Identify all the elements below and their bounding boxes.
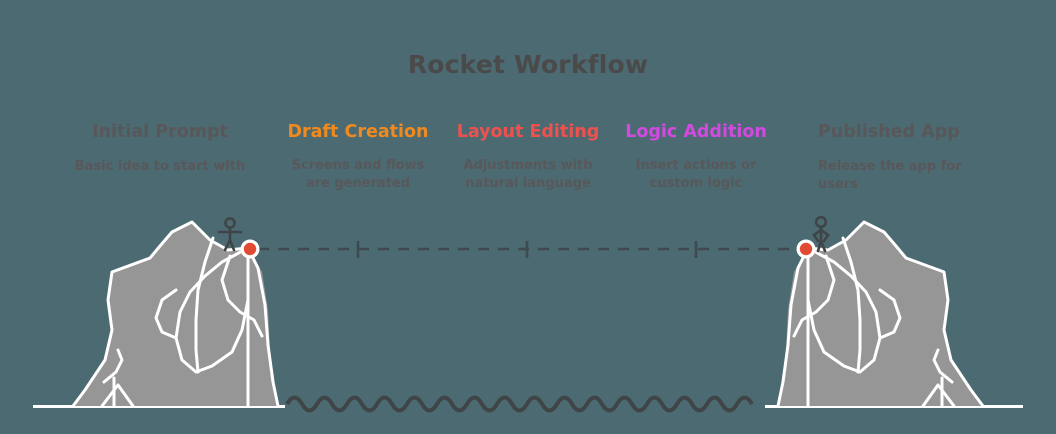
step-title: Published App — [818, 122, 960, 142]
stick-figure-hands-on-hips-icon — [812, 215, 830, 253]
step-title: Initial Prompt — [92, 122, 228, 142]
step-description: Basic idea to start with — [74, 159, 246, 175]
step-initial-prompt: Initial Prompt Basic idea to start with — [40, 122, 280, 176]
stick-figure-arms-out-icon — [217, 217, 243, 252]
step-title: Layout Editing — [456, 122, 600, 142]
page-title: Rocket Workflow — [407, 50, 649, 79]
step-title: Draft Creation — [287, 122, 429, 142]
right-mountain-icon — [776, 220, 985, 408]
start-marker-icon — [240, 239, 260, 259]
left-mountain-icon — [71, 220, 280, 408]
water-wave-icon — [285, 395, 754, 413]
end-marker-icon — [796, 239, 816, 259]
step-title: Logic Addition — [625, 122, 767, 142]
